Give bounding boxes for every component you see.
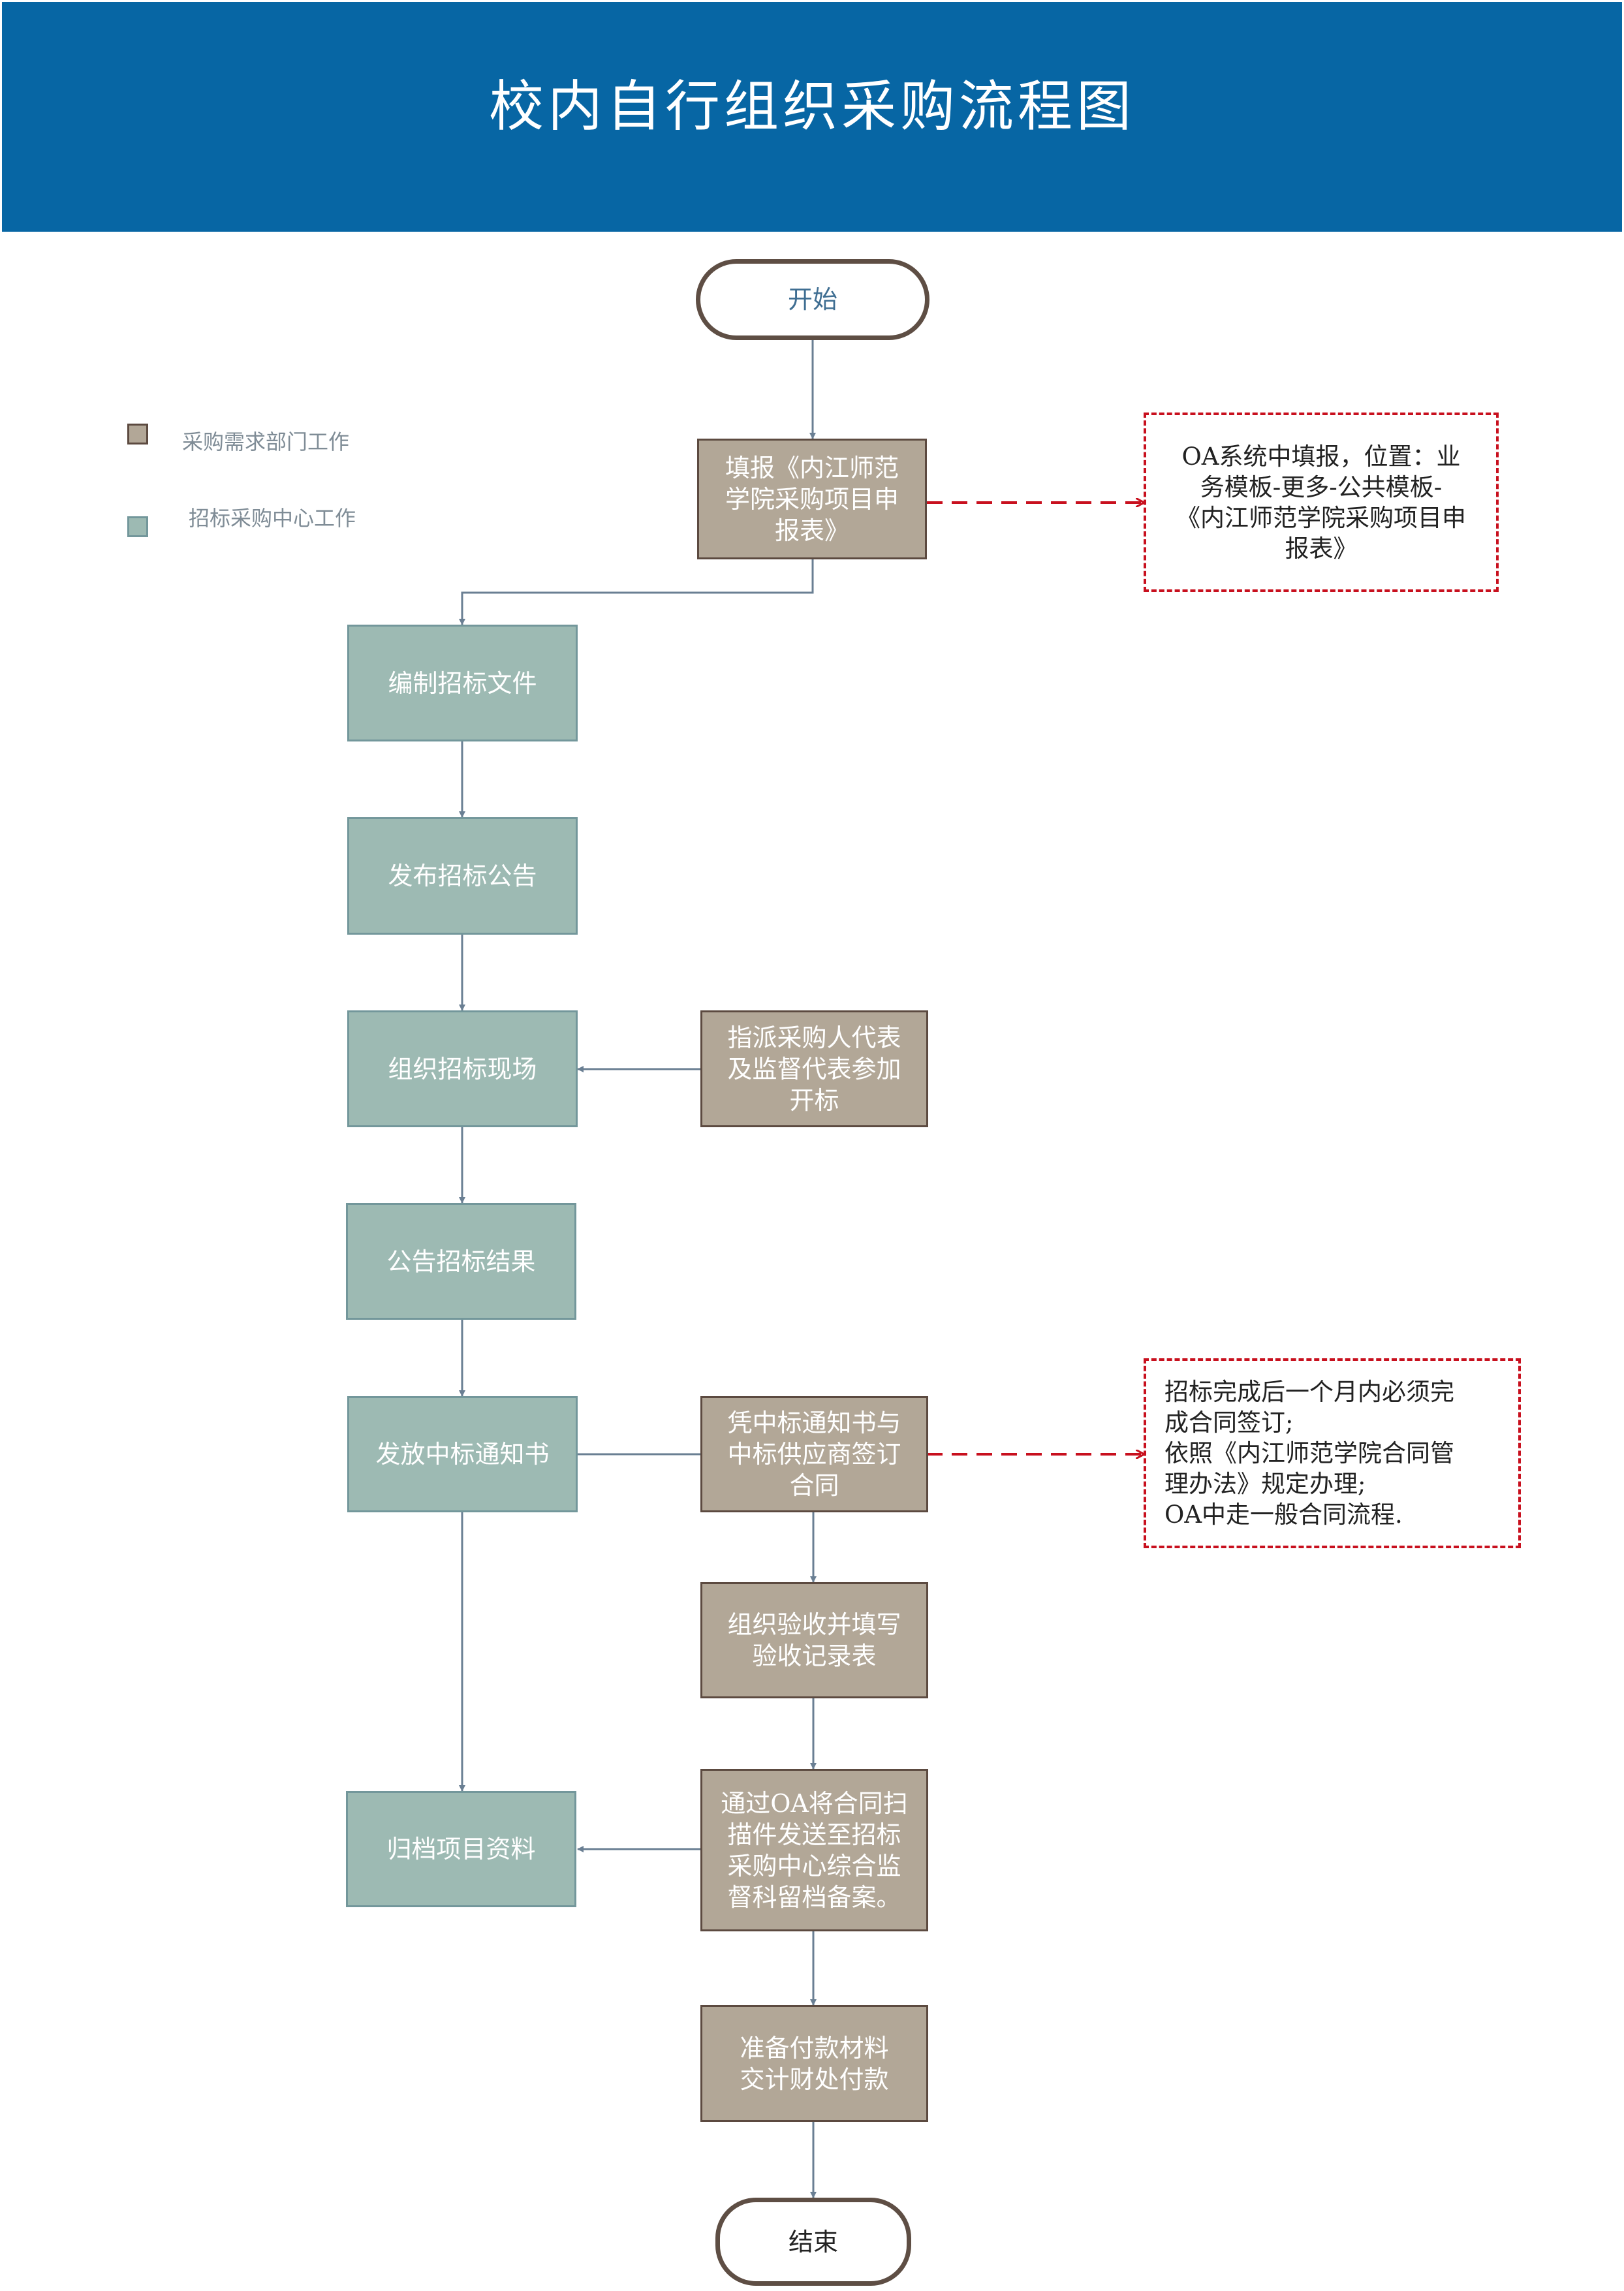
legend-center-label: 招标采购中心工作 <box>189 506 356 531</box>
announce-result-step: 公告招标结果 <box>346 1203 576 1320</box>
archive-docs-step: 归档项目资料 <box>346 1791 576 1907</box>
header-banner: 校内自行组织采购流程图 <box>2 2 1622 232</box>
end-node: 结束 <box>715 2198 911 2286</box>
issue-notice-step: 发放中标通知书 <box>347 1396 578 1512</box>
compile-docs-step: 编制招标文件 <box>347 625 578 741</box>
acceptance-step: 组织验收并填写 验收记录表 <box>700 1582 928 1698</box>
organize-site-step: 组织招标现场 <box>347 1010 578 1127</box>
publish-notice-step: 发布招标公告 <box>347 817 578 935</box>
connector-fill-to-compile <box>459 559 814 625</box>
start-node: 开始 <box>696 259 929 340</box>
assign-reps-step: 指派采购人代表 及监督代表参加 开标 <box>700 1010 928 1127</box>
page-title: 校内自行组织采购流程图 <box>488 74 1135 138</box>
oa-archive-step: 通过OA将合同扫 描件发送至招标 采购中心综合监 督科留档备案。 <box>700 1769 928 1931</box>
payment-step: 准备付款材料 交计财处付款 <box>700 2005 928 2122</box>
sign-contract-step: 凭中标通知书与 中标供应商签订 合同 <box>700 1396 928 1512</box>
fill-form-step: 填报《内江师范 学院采购项目申 报表》 <box>697 439 927 559</box>
oa-fill-note: OA系统中填报，位置：业 务模板-更多-公共模板- 《内江师范学院采购项目申 报… <box>1144 413 1499 592</box>
legend-dept-label: 采购需求部门工作 <box>182 429 350 454</box>
legend-center-swatch <box>127 516 148 537</box>
legend-dept-swatch <box>127 424 148 444</box>
contract-note: 招标完成后一个月内必须完 成合同签订; 依照《内江师范学院合同管 理办法》规定办… <box>1144 1358 1521 1548</box>
